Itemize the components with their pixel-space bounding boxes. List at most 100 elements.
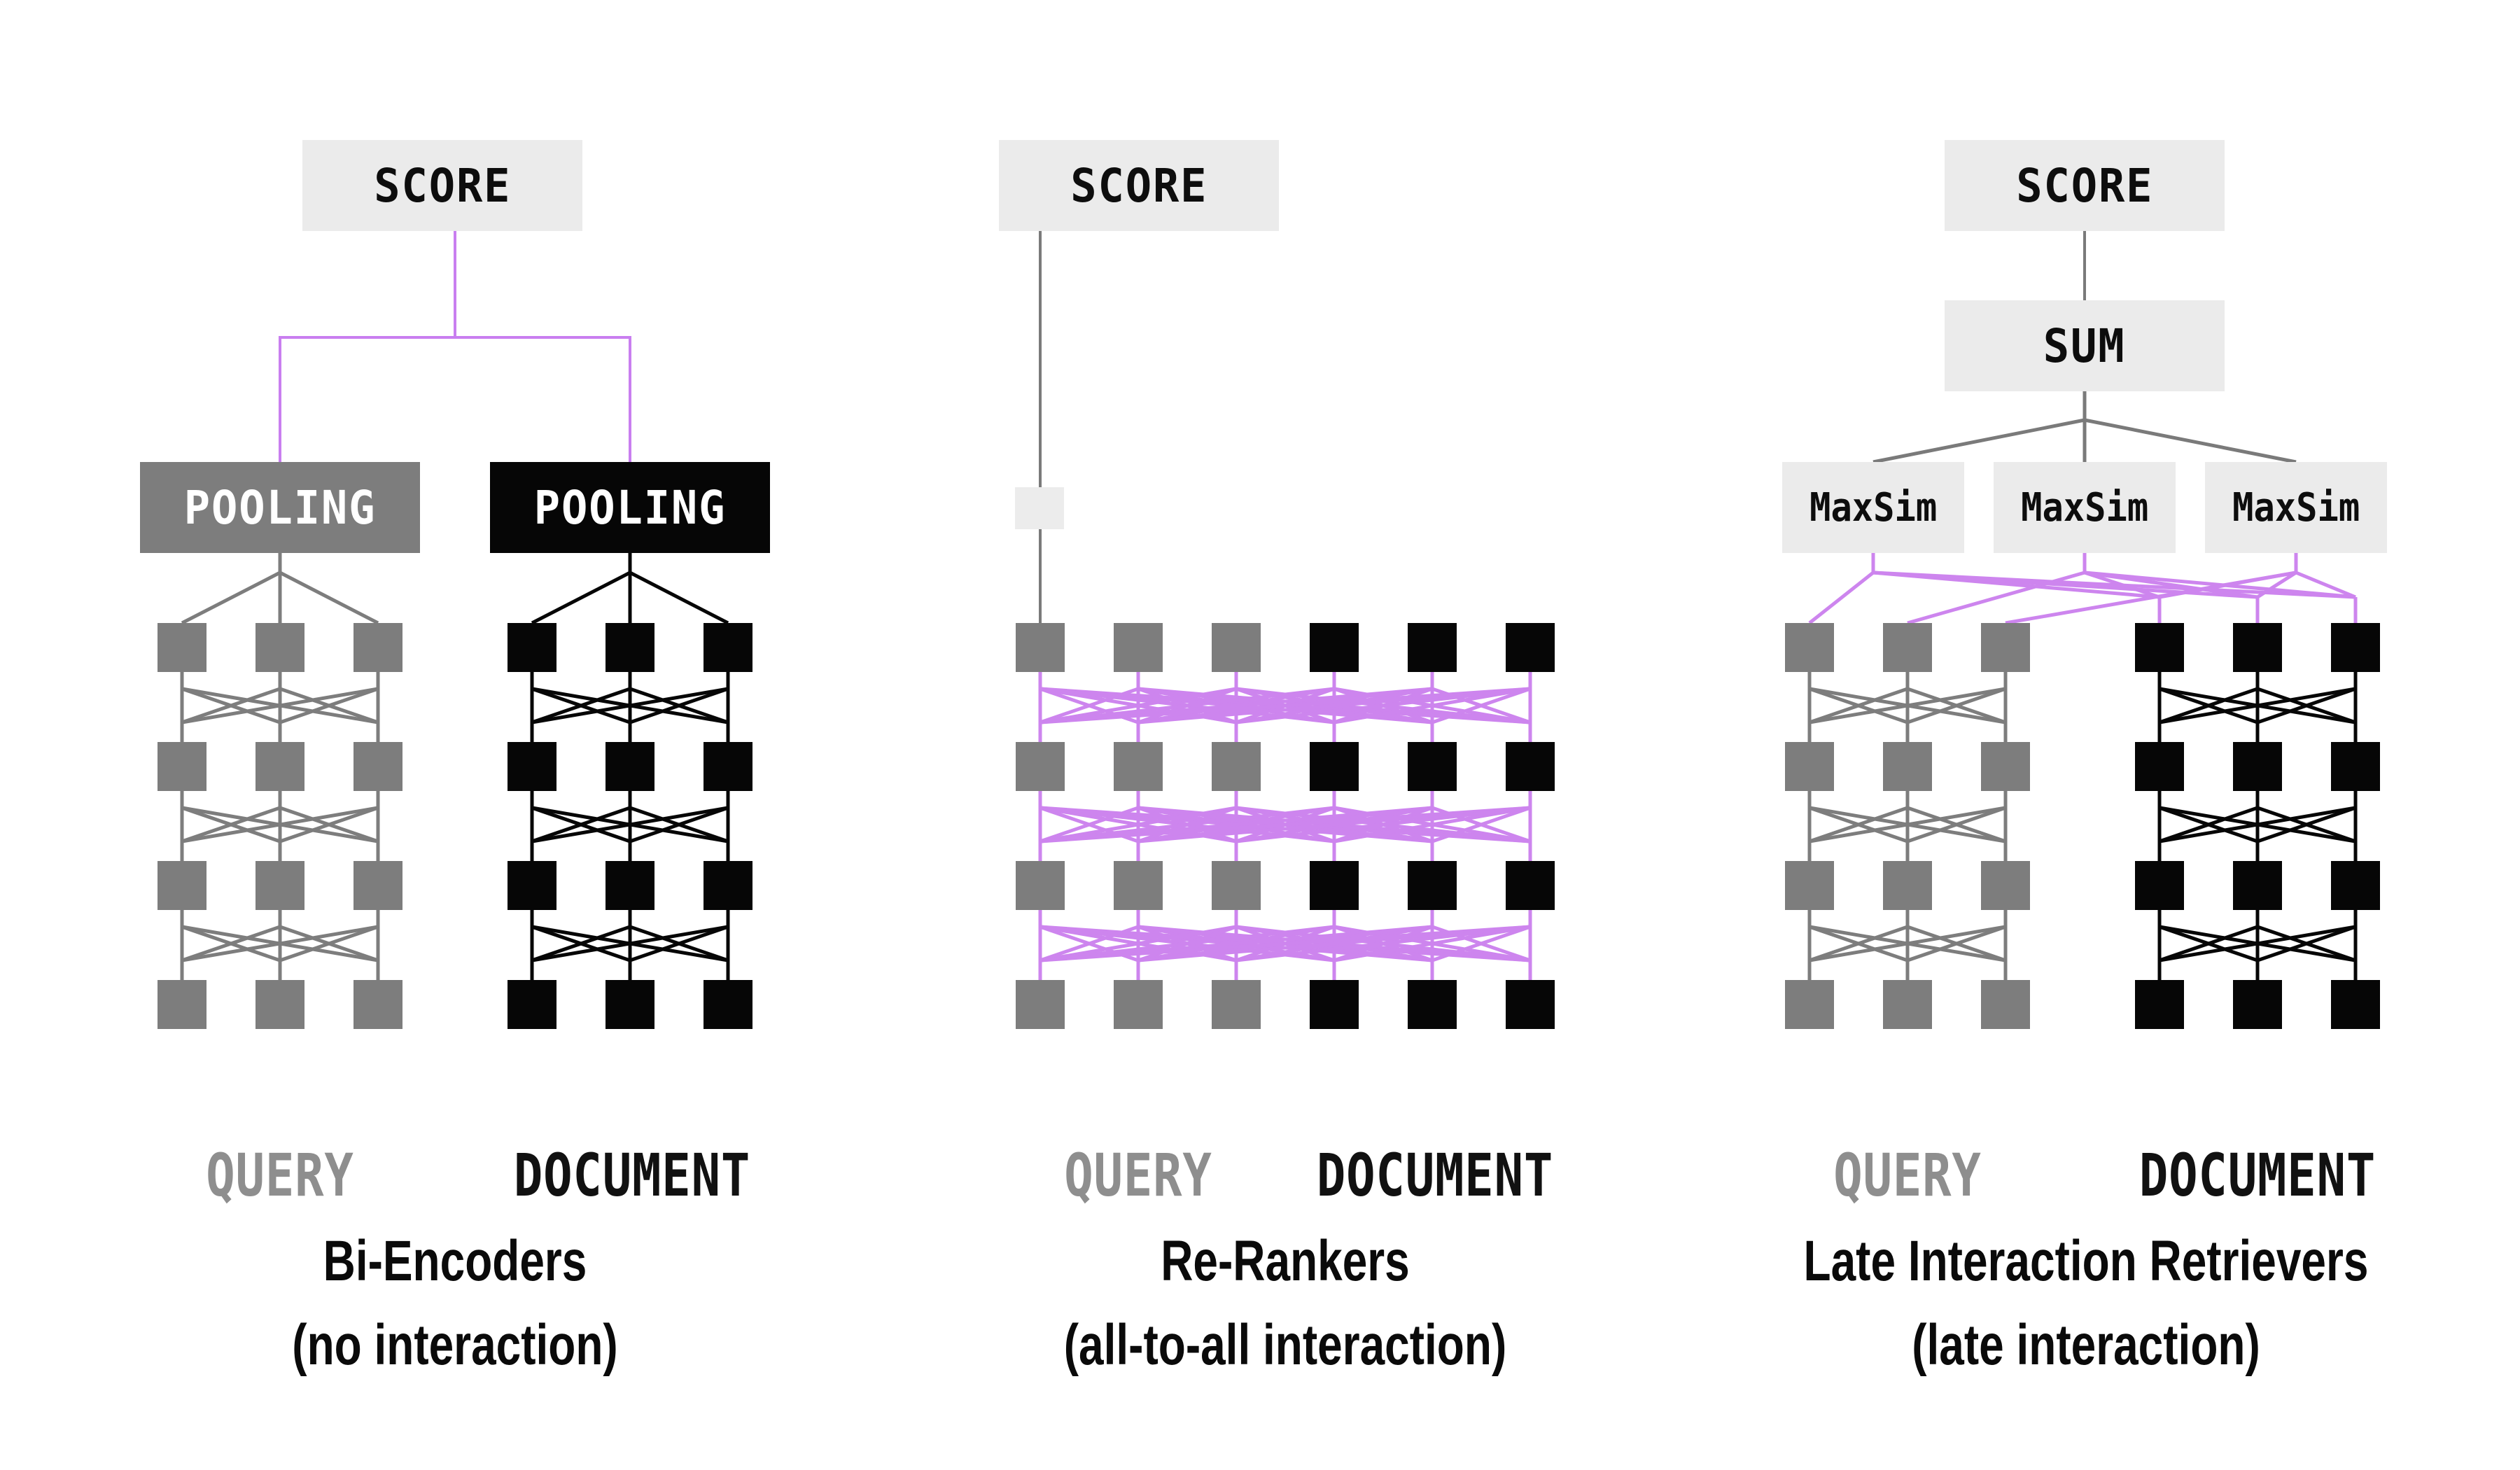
connector-line: [1236, 687, 1531, 724]
connector-line: [2084, 418, 2297, 464]
query-token: [255, 623, 304, 672]
score-label: SCORE: [1070, 158, 1208, 213]
document-token: [704, 623, 752, 672]
query-token: [158, 980, 206, 1029]
query-token: [1114, 861, 1163, 910]
document-token: [704, 742, 752, 791]
connector-line: [1334, 687, 1531, 724]
connector-line: [1809, 925, 2006, 962]
connector-line: [2159, 925, 2258, 962]
connector-line: [531, 806, 729, 844]
connector-line: [1907, 925, 2006, 962]
connector-line: [1809, 806, 2006, 844]
sum-label: SUM: [2043, 318, 2126, 373]
connector-line: [1040, 806, 1139, 844]
maxsim-label: MaxSim: [1809, 484, 1938, 531]
connector-line: [629, 806, 729, 844]
query-token: [1212, 861, 1261, 910]
document-tower-label: DOCUMENT: [513, 1141, 751, 1210]
connector-line: [279, 570, 379, 625]
document-token: [2135, 742, 2184, 791]
query-token: [158, 861, 206, 910]
score-box-late-interaction: SCORE: [1945, 140, 2225, 231]
document-token: [704, 861, 752, 910]
connector-line: [1809, 925, 1908, 962]
query-token: [1114, 980, 1163, 1029]
connector-line: [2257, 806, 2356, 844]
connector-line: [181, 925, 281, 962]
document-token: [2233, 623, 2282, 672]
connector-line: [1809, 687, 2006, 724]
document-token: [606, 980, 654, 1029]
document-token: [2331, 742, 2380, 791]
connector-line: [531, 806, 631, 844]
caption-line-2: (no interaction): [292, 1313, 618, 1377]
connector-line: [531, 687, 631, 724]
document-tower-label: DOCUMENT: [1316, 1141, 1554, 1210]
connector-line: [1334, 925, 1531, 962]
connector-line: [279, 806, 379, 844]
connector-line: [2084, 570, 2160, 599]
document-token: [507, 861, 556, 910]
query-token: [354, 623, 402, 672]
connector-line: [1809, 687, 1908, 724]
connector-line: [1872, 418, 2085, 464]
document-token: [2331, 623, 2380, 672]
connector-line: [531, 925, 631, 962]
pooling-label: POOLING: [533, 480, 727, 535]
connector-line: [531, 570, 631, 625]
query-token: [158, 623, 206, 672]
caption-line-2: (late interaction): [1912, 1313, 2260, 1377]
connector-line: [2159, 687, 2258, 724]
connector-line: [181, 806, 379, 844]
connector-line: [1907, 570, 2085, 625]
connector-line: [2295, 570, 2356, 599]
query-tower-label: QUERY: [206, 1141, 354, 1210]
connector-line: [1236, 806, 1531, 844]
connector-line: [2257, 925, 2356, 962]
panel-caption-bi-encoders: Bi-Encoders (no interaction): [155, 1219, 755, 1387]
connector-line: [2159, 806, 2356, 844]
query-token: [1883, 861, 1932, 910]
maxsim-box-3: MaxSim: [2205, 462, 2387, 553]
maxsim-box-1: MaxSim: [1782, 462, 1964, 553]
connector-line: [629, 687, 729, 724]
document-token: [2135, 980, 2184, 1029]
query-token: [1114, 742, 1163, 791]
caption-line-1: Late Interaction Retrievers: [1803, 1229, 2369, 1293]
query-token: [1883, 623, 1932, 672]
document-token: [2331, 861, 2380, 910]
query-token: [1883, 742, 1932, 791]
query-token: [1016, 980, 1065, 1029]
connector-line: [181, 806, 281, 844]
maxsim-label: MaxSim: [2020, 484, 2149, 531]
pooling-box-query: POOLING: [140, 462, 420, 553]
maxsim-box-2: MaxSim: [1994, 462, 2176, 553]
document-token: [1408, 623, 1457, 672]
connector-line: [2256, 570, 2297, 599]
document-tower-label: DOCUMENT: [2138, 1141, 2376, 1210]
query-token: [354, 742, 402, 791]
connector-line: [1040, 687, 1237, 724]
connector-line: [2159, 687, 2356, 724]
document-token: [1506, 623, 1555, 672]
connector-line: [531, 687, 729, 724]
document-token: [1506, 980, 1555, 1029]
connector-line: [1138, 687, 1531, 724]
connector-line: [1138, 925, 1531, 962]
document-token: [1408, 742, 1457, 791]
connector-line: [1872, 570, 2356, 599]
document-token: [2233, 980, 2282, 1029]
query-token: [1981, 861, 2030, 910]
caption-line-1: Bi-Encoders: [323, 1229, 587, 1293]
pooling-box-document: POOLING: [490, 462, 770, 553]
document-token: [2135, 623, 2184, 672]
query-token: [1016, 861, 1065, 910]
pooling-label: POOLING: [183, 480, 377, 535]
connector-line: [629, 925, 729, 962]
query-token: [1212, 980, 1261, 1029]
connector-line: [1040, 687, 1139, 724]
caption-line-2: (all-to-all interaction): [1063, 1313, 1507, 1377]
connector-line: [2159, 806, 2258, 844]
